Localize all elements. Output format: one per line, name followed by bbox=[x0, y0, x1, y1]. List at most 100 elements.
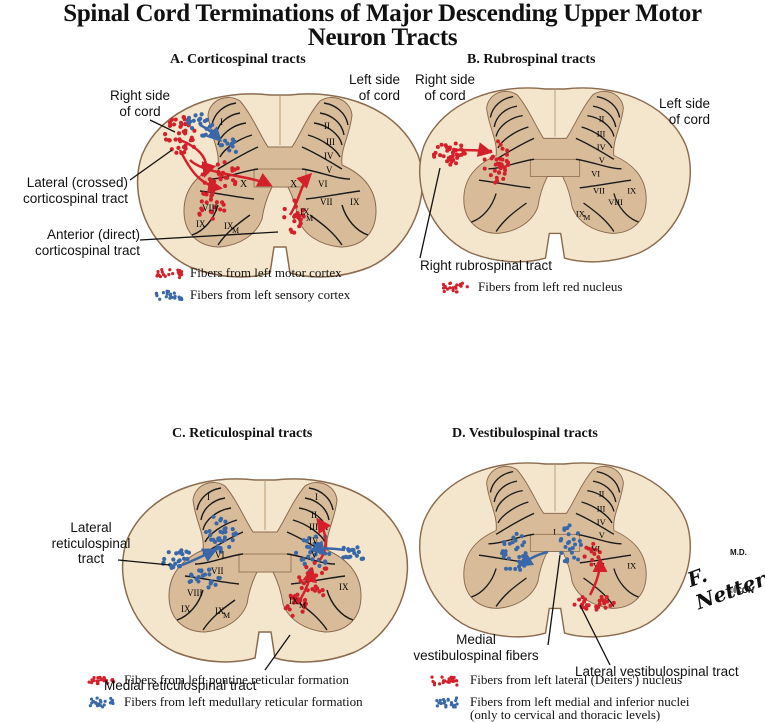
fiber-dot bbox=[604, 595, 609, 600]
fiber-dot bbox=[448, 155, 453, 160]
legend-swatch-dot bbox=[169, 292, 173, 296]
fiber-dot bbox=[589, 562, 594, 567]
lamina-label: IX bbox=[289, 596, 299, 606]
legend-swatch-dot bbox=[165, 289, 169, 293]
signature-mark: ©ICON bbox=[728, 586, 754, 595]
fiber-dot bbox=[504, 152, 509, 157]
fiber-dot bbox=[602, 601, 607, 606]
fiber-dot bbox=[520, 543, 525, 548]
fiber-dot bbox=[214, 200, 219, 205]
fiber-dot bbox=[320, 587, 325, 593]
fiber-dot bbox=[216, 575, 221, 581]
fiber-dot bbox=[173, 561, 178, 566]
fiber-dot bbox=[292, 219, 297, 224]
fiber-dot bbox=[575, 531, 580, 536]
fiber-dot bbox=[282, 215, 287, 220]
fiber-dot bbox=[583, 597, 588, 602]
lamina-label: VI bbox=[318, 179, 328, 189]
legend-swatch-dot bbox=[445, 287, 450, 291]
label-b-rubrospinal-tract: Right rubrospinal tract bbox=[420, 258, 553, 273]
fiber-dot bbox=[295, 210, 300, 216]
fiber-dot bbox=[567, 540, 572, 544]
legend-swatch-dot bbox=[451, 288, 455, 293]
fiber-dot bbox=[454, 152, 459, 157]
fiber-dot bbox=[567, 547, 572, 552]
fiber-dot bbox=[453, 141, 458, 146]
fiber-dot bbox=[178, 124, 183, 129]
fiber-dot bbox=[435, 145, 440, 150]
fiber-dot bbox=[592, 551, 597, 556]
fiber-dot bbox=[441, 154, 446, 159]
figure-title-line-1: Spinal Cord Terminations of Major Descen… bbox=[63, 0, 702, 27]
panel-c-title: C. Reticulospinal tracts bbox=[172, 426, 313, 441]
fiber-dot bbox=[177, 558, 182, 563]
fiber-dot bbox=[169, 117, 175, 122]
lamina-label: VII bbox=[593, 186, 605, 196]
legend-swatch-dot bbox=[447, 677, 451, 681]
legend-swatch-dot bbox=[96, 679, 100, 683]
lamina-label: IV bbox=[597, 517, 607, 527]
label-c-medial-tract: Medial reticulospinal tract bbox=[104, 678, 257, 693]
fiber-dot bbox=[188, 119, 193, 124]
legend-d-levels-note: (only to cervical and thoracic levels) bbox=[470, 707, 661, 722]
fiber-dot bbox=[500, 551, 505, 556]
fiber-dot bbox=[291, 600, 297, 605]
legend-swatch-dot bbox=[437, 682, 442, 686]
panel-a-title: A. Corticospinal tracts bbox=[170, 52, 306, 67]
fiber-dot bbox=[223, 519, 228, 524]
legend-swatch-dot bbox=[157, 273, 161, 277]
fiber-dot bbox=[559, 551, 564, 556]
legend-swatch-dot bbox=[161, 273, 166, 277]
legend-swatch-dot bbox=[111, 701, 115, 706]
fiber-dot bbox=[577, 597, 582, 602]
fiber-dot bbox=[296, 215, 301, 220]
fiber-dot bbox=[498, 166, 503, 171]
fiber-dot bbox=[230, 178, 236, 183]
legend-swatch-dot bbox=[173, 296, 177, 300]
legend-swatch-dot bbox=[164, 295, 168, 299]
legend-swatch-dot bbox=[446, 698, 450, 702]
legend-swatch-dot bbox=[168, 296, 172, 300]
legend-swatch-dot bbox=[89, 697, 94, 701]
fiber-dot bbox=[293, 550, 299, 556]
lamina-label: VI bbox=[591, 168, 600, 178]
legend-a-motor: Fibers from left motor cortex bbox=[190, 265, 342, 280]
legend-swatch-dot bbox=[96, 676, 100, 680]
fiber-dot bbox=[433, 150, 438, 155]
lamina-label: II bbox=[311, 510, 317, 520]
legend-swatch-dot bbox=[444, 703, 448, 708]
fiber-dot bbox=[180, 552, 185, 557]
legend-swatch-dot bbox=[105, 681, 109, 685]
fiber-dot bbox=[351, 547, 356, 553]
fiber-dot bbox=[502, 542, 507, 547]
fiber-dot bbox=[210, 216, 215, 221]
fiber-dot bbox=[298, 578, 303, 584]
fiber-dot bbox=[213, 582, 218, 587]
fiber-dot bbox=[218, 207, 223, 212]
label-a-anterior-tract: Anterior (direct)corticospinal tract bbox=[34, 227, 140, 258]
legend-swatch-dot bbox=[443, 679, 447, 683]
fiber-dot bbox=[511, 535, 516, 540]
fiber-dot bbox=[202, 118, 207, 124]
fiber-dot bbox=[501, 176, 506, 181]
legend-swatch-dot bbox=[453, 679, 457, 683]
fiber-dot bbox=[496, 139, 500, 144]
fiber-dot bbox=[230, 137, 235, 142]
fiber-dot bbox=[305, 571, 310, 576]
legend-swatch-dot bbox=[102, 676, 106, 680]
panel-b-title: B. Rubrospinal tracts bbox=[467, 52, 596, 67]
fiber-dot bbox=[219, 143, 225, 148]
legend-swatch-dot bbox=[109, 696, 113, 701]
fiber-dot bbox=[185, 556, 190, 562]
legend-swatch-dot bbox=[453, 285, 457, 289]
legend-c-medullary: Fibers from left medullary reticular for… bbox=[124, 694, 363, 709]
fiber-dot bbox=[523, 551, 528, 556]
fiber-dot bbox=[608, 603, 613, 608]
fiber-dot bbox=[513, 567, 518, 572]
fiber-dot bbox=[210, 180, 216, 185]
cord-section-c: I I II III IV V VI VII VIII IX IX M IX M… bbox=[121, 478, 409, 663]
fiber-dot bbox=[168, 122, 173, 128]
lamina-label: IV bbox=[597, 142, 607, 152]
fiber-dot bbox=[299, 585, 304, 591]
lamina-label: IX bbox=[224, 221, 234, 231]
